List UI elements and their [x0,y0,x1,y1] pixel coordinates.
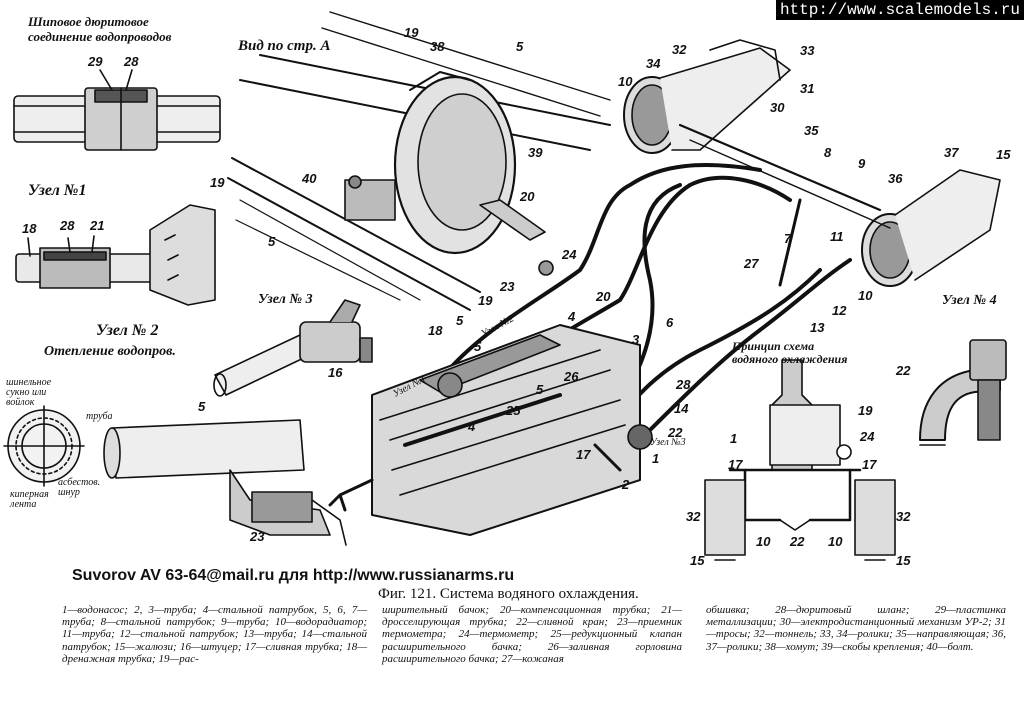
callout: 9 [858,156,866,171]
callout: 37 [944,145,959,160]
detail-node1 [15,204,216,306]
callout: 21 [90,218,105,233]
callout: 12 [832,303,847,318]
callout: 17 [728,457,743,472]
callout: 1 [652,451,660,466]
callout: 10 [618,74,633,89]
callout: 1 [730,431,738,446]
callout: 24 [860,429,875,444]
figure-caption: Фиг. 121. Система водяного охлаждения. [378,586,639,602]
callout: 19 [210,175,225,190]
callout: 6 [666,315,674,330]
callout: 19 [478,293,493,308]
callout: 5 [268,234,276,249]
callout: 4 [468,419,476,434]
legend-column-2: ширительный бачок; 20—компенсационная тр… [382,604,682,665]
detail-node4-drain [919,339,1007,446]
title-pipe-joint: Шиповое дюритовое соединение водопроводо… [28,14,172,44]
callout: 5 [456,313,464,328]
title-heating: Отепление водопров. [44,344,176,359]
detail-node3 [213,299,373,397]
callout: 31 [800,81,815,96]
callout: 32 [672,42,687,57]
callout: 28 [676,377,691,392]
callout: 4 [568,309,576,324]
label-engine-node3: Узел №3 [650,437,686,448]
callout: 13 [810,320,825,335]
callout: 20 [596,289,611,304]
title-node4: Узел № 4 [942,293,997,308]
legend-column-3: обшивка; 28—дюритовый шланг; 29—пластинк… [706,604,1006,653]
callout: 15 [996,147,1011,162]
label-felt: шинельное сукно или войлок [6,377,52,408]
callout: 28 [124,54,139,69]
callout: 10 [828,534,843,549]
engine-block [328,324,653,536]
title-node3: Узел № 3 [258,292,313,307]
callout: 17 [576,447,591,462]
callout: 23 [500,279,515,294]
radiator-assembly [623,39,1001,287]
callout: 19 [404,25,419,40]
callout: 15 [690,553,705,568]
callout: 3 [632,332,640,347]
detail-insulation [3,405,347,546]
callout: 8 [824,145,832,160]
detail-pipe-joint [13,69,221,151]
callout: 38 [430,39,445,54]
callout: 39 [528,145,543,160]
callout: 22 [790,534,805,549]
title-node2: Узел № 2 [96,322,159,339]
watermark-url[interactable]: http://www.scalemodels.ru [775,0,1024,20]
title-node1: Узел №1 [28,182,87,199]
callout: 17 [862,457,877,472]
callout: 22 [668,425,683,440]
title-view-a: Вид по стр. А [238,38,331,54]
callout: 15 [896,553,911,568]
label-asbestos: асбестов. шнур [58,477,101,498]
credit-line: Suvorov AV 63-64@mail.ru для http://www.… [72,567,515,584]
callout: 5 [198,399,206,414]
callout: 28 [60,218,75,233]
callout: 20 [520,189,535,204]
callout: 16 [328,365,343,380]
callout: 19 [858,403,873,418]
callout: 35 [804,123,819,138]
label-pipe: труба [86,411,113,422]
callout: 5 [474,339,482,354]
callout: 32 [686,509,701,524]
title-principle: Принцип схема водяного охлаждения [732,339,848,366]
callout: 29 [88,54,103,69]
callout: 2 [622,477,630,492]
callout: 30 [770,100,785,115]
callout: 11 [830,229,844,244]
callout: 22 [896,363,911,378]
callout: 18 [22,221,37,236]
callout: 23 [250,529,265,544]
callout: 25 [506,403,521,418]
callout: 5 [516,39,524,54]
callout: 10 [858,288,873,303]
view-a-assembly [227,11,611,311]
callout: 27 [744,256,759,271]
label-tape: киперная лента [10,489,49,510]
callout: 40 [302,171,317,186]
callout: 36 [888,171,903,186]
callout: 34 [646,56,661,71]
callout: 24 [562,247,577,262]
callout: 10 [756,534,771,549]
callout: 5 [536,382,544,397]
principle-schematic [704,359,896,561]
callout: 14 [674,401,689,416]
callout: 18 [428,323,443,338]
legend-column-1: 1—водонасос; 2, 3—труба; 4—стальной патр… [62,604,367,665]
callout: 26 [564,369,579,384]
callout: 32 [896,509,911,524]
callout: 33 [800,43,815,58]
callout: 7 [784,231,792,246]
